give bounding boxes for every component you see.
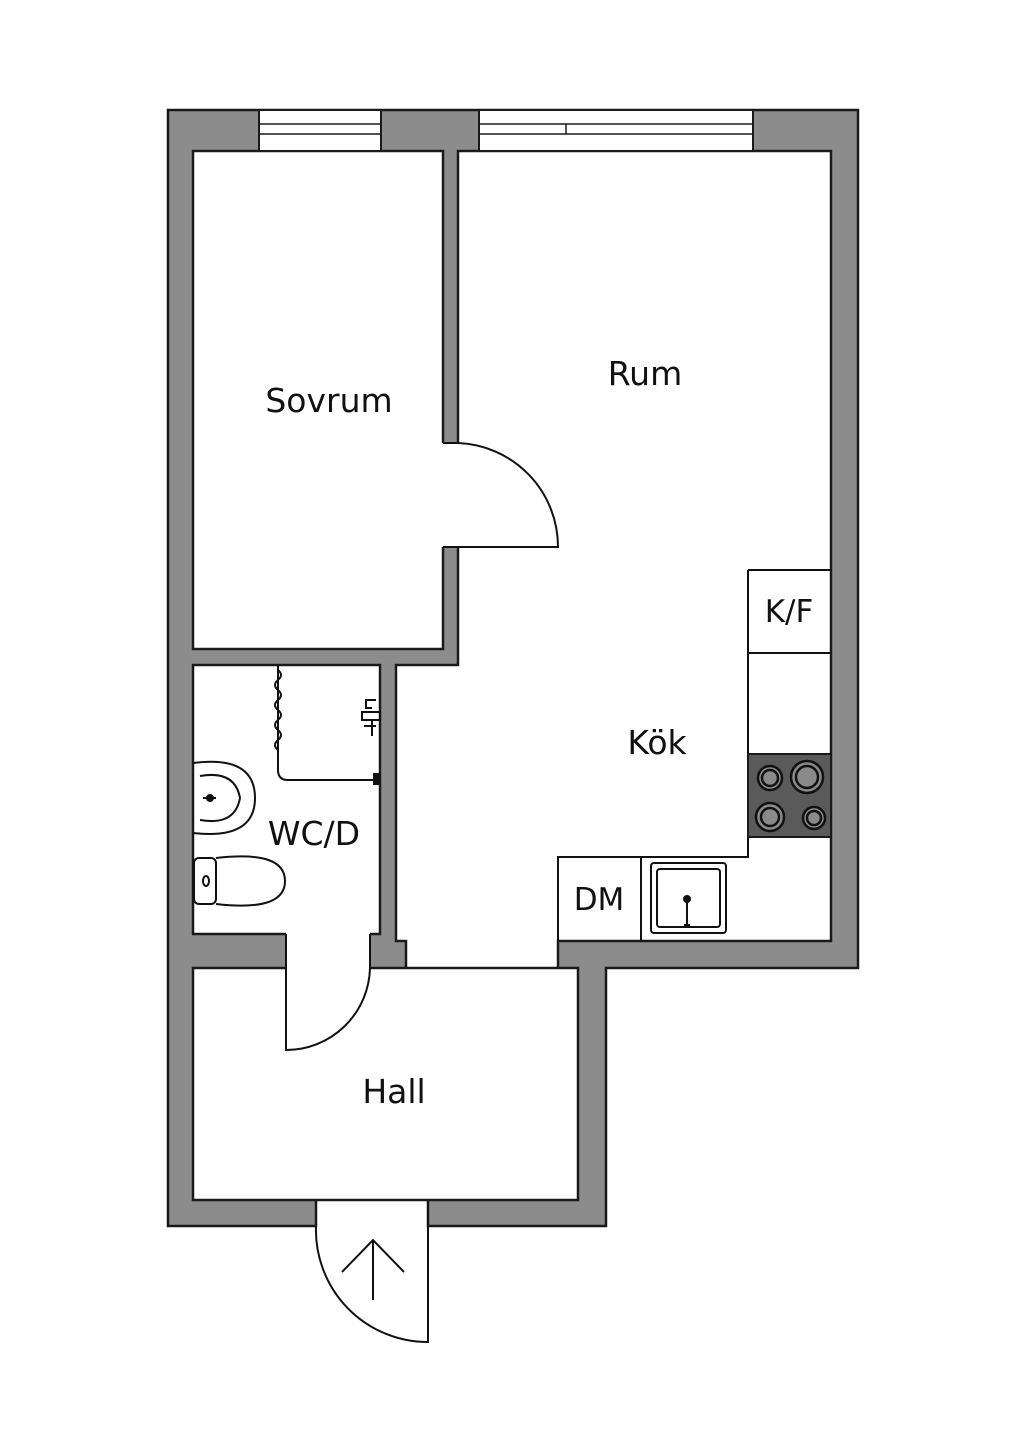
stove [747, 753, 832, 838]
kitchen-counter [557, 569, 831, 941]
shower-head-icon [361, 699, 381, 736]
room-label-rum: Rum [608, 354, 683, 393]
room-label-hall: Hall [362, 1072, 425, 1111]
fridge-freezer-label: K/F [765, 594, 814, 630]
door-jambs [285, 442, 458, 968]
door-bathroom [285, 967, 371, 1052]
window-bedroom [258, 109, 382, 152]
wash-basin [192, 760, 257, 835]
dishwasher-label: DM [574, 882, 625, 918]
shower-curtain-icon [274, 669, 282, 751]
room-label-kok: Kök [627, 723, 687, 762]
door-bedroom [457, 442, 560, 548]
door-entrance [314, 1200, 429, 1344]
bathroom-door-opening [286, 932, 370, 970]
toilet [193, 855, 287, 907]
room-label-wc: WC/D [268, 814, 360, 853]
walls [166, 108, 860, 1228]
door-openings [286, 443, 460, 970]
window-living [478, 109, 754, 152]
shower [274, 665, 381, 785]
entrance-arrow-icon [341, 1238, 405, 1300]
room-label-sovrum: Sovrum [265, 381, 392, 420]
bedroom-door-opening [441, 443, 460, 547]
kitchen-sink [650, 862, 727, 934]
